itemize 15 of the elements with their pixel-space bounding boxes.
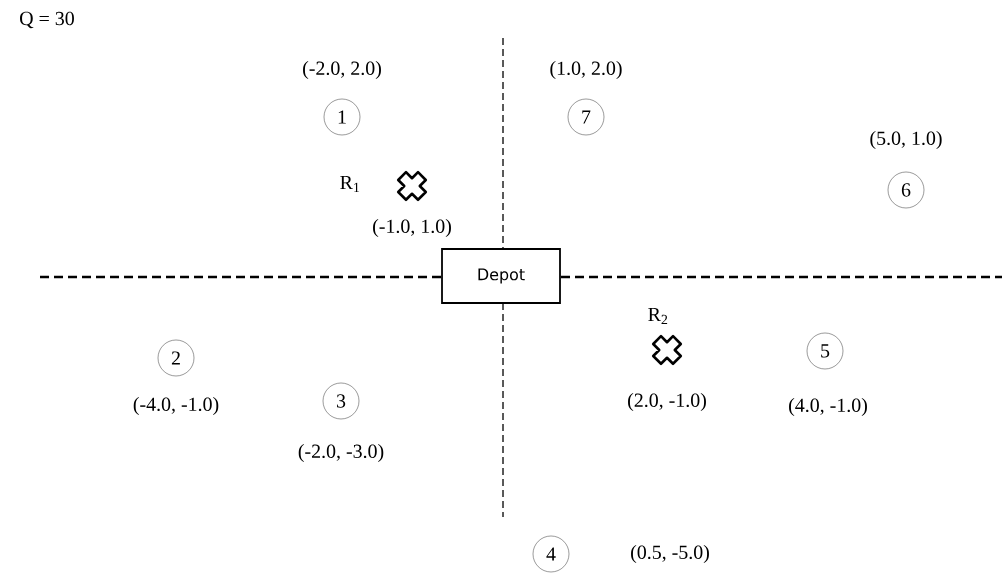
coordinate-label: R$_{1}$ <box>340 175 360 193</box>
cross-marker <box>651 334 683 366</box>
capacity-label: Q = 30 <box>20 11 74 29</box>
coordinate-label: (2.0, -1.0) <box>628 392 706 411</box>
coordinate-label: (0.5, -5.0) <box>631 544 709 563</box>
depot-box: Depot <box>441 248 561 304</box>
coordinate-label: (4.0, -1.0) <box>789 397 867 416</box>
coordinate-label: (5.0, 1.0) <box>870 130 942 149</box>
coordinate-label: (1.0, 2.0) <box>550 60 622 79</box>
cross-marker <box>396 170 428 202</box>
coordinate-label: (-2.0, -3.0) <box>298 443 384 462</box>
coordinate-label: (-1.0, 1.0) <box>373 218 451 237</box>
coordinate-label: (-4.0, -1.0) <box>133 396 219 415</box>
coordinate-label: R$_{2}$ <box>648 307 668 325</box>
coordinate-label: (-2.0, 2.0) <box>303 60 381 79</box>
